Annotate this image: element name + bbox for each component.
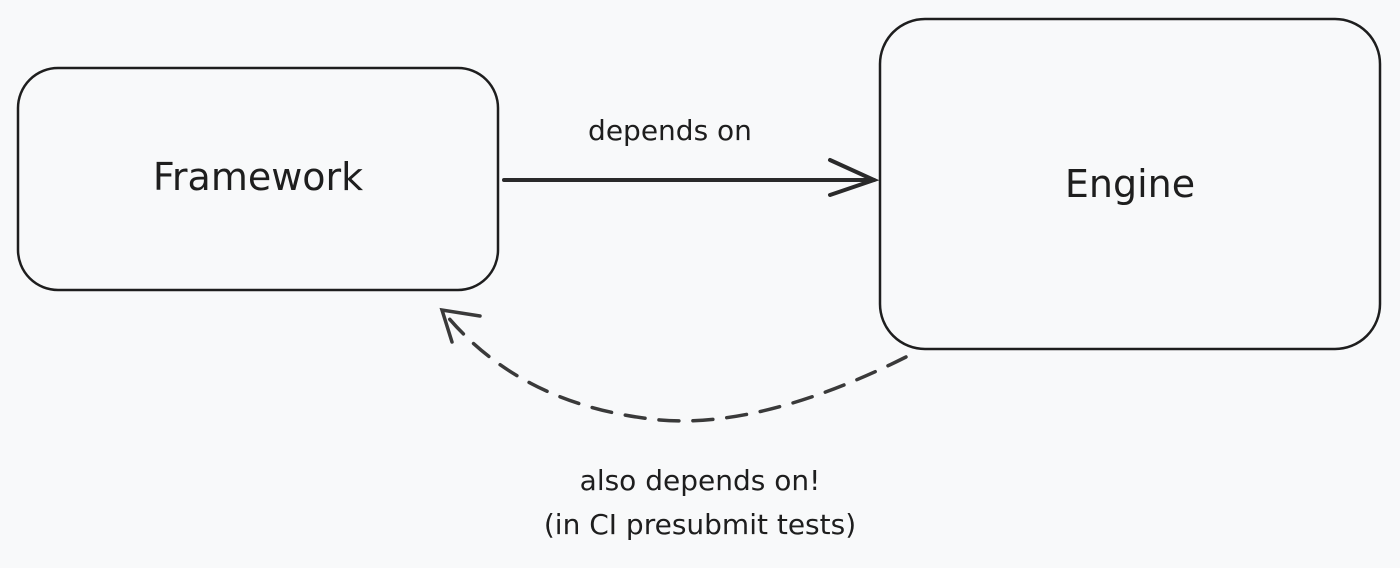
depends-on-label: depends on — [588, 114, 752, 147]
depends-arrow — [502, 158, 880, 197]
ci-presubmit-label: (in CI presubmit tests) — [543, 508, 857, 541]
also-depends-label: also depends on! — [579, 464, 821, 497]
also-depends-dashed-arrow — [439, 307, 908, 423]
engine-box[interactable] — [878, 17, 1382, 351]
engine-label: Engine — [1064, 162, 1196, 206]
framework-label: Framework — [152, 155, 364, 199]
framework-box[interactable] — [16, 66, 500, 292]
